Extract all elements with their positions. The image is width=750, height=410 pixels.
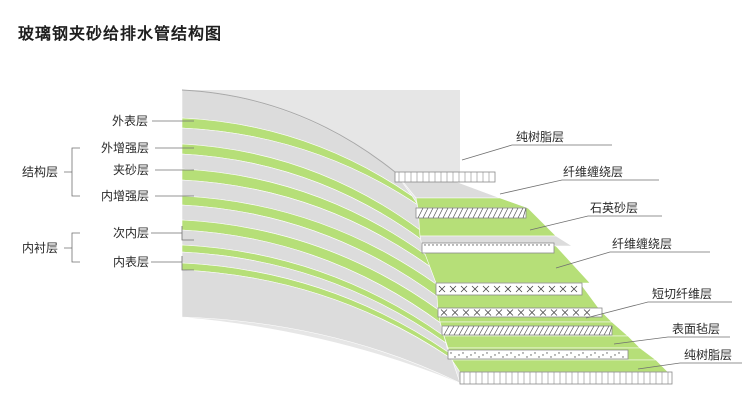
label-chopped-fiber: 短切纤维层 <box>652 287 712 301</box>
left-labels: 外表层 外增强层 夹砂层 内增强层 次内层 内表层 结构层 内衬层 <box>22 114 194 271</box>
strip-chopped-fiber <box>437 307 603 318</box>
label-surface-mat: 表面毡层 <box>672 322 720 336</box>
group-structure: 结构层 <box>22 164 58 179</box>
label-inner-reinforce: 内增强层 <box>101 189 149 203</box>
strip-fiber-hatch-2 <box>441 325 613 336</box>
label-outer-reinforce: 外增强层 <box>101 141 149 155</box>
label-secondary-inner: 次内层 <box>113 226 149 240</box>
strip-fiber-wound <box>435 282 583 296</box>
outer-arc-line <box>181 89 396 173</box>
label-sand-layer: 夹砂层 <box>113 163 149 177</box>
label-fiber-wound-2: 纤维缠绕层 <box>612 236 672 251</box>
diagram-title: 玻璃钢夹砂给排水管结构图 <box>18 24 223 43</box>
strip-surface-mat <box>447 349 629 360</box>
group-lining: 内衬层 <box>22 241 58 255</box>
label-fiber-wound-1: 纤维缠绕层 <box>563 164 623 179</box>
stepped-layer-section <box>394 171 673 385</box>
label-pure-resin-bottom: 纯树脂层 <box>684 347 732 362</box>
strip-pure-resin-top <box>394 171 496 183</box>
right-labels: 纯树脂层 纤维缠绕层 石英砂层 纤维缠绕层 短切纤维层 表面毡层 纯树脂层 <box>461 129 742 370</box>
step-face <box>415 197 529 209</box>
strip-pure-resin-bottom <box>459 371 673 385</box>
step-face <box>451 359 669 373</box>
label-outer-surface: 外表层 <box>112 114 148 128</box>
label-inner-surface: 内表层 <box>113 255 149 269</box>
lining-group-bracket <box>64 232 80 263</box>
structure-group-bracket <box>64 147 80 197</box>
label-quartz-sand: 石英砂层 <box>590 201 638 215</box>
strip-fiber-hatch <box>415 207 527 219</box>
label-pure-resin-top: 纯树脂层 <box>516 129 564 144</box>
strip-quartz-sand <box>421 242 555 254</box>
step-face <box>443 335 641 349</box>
